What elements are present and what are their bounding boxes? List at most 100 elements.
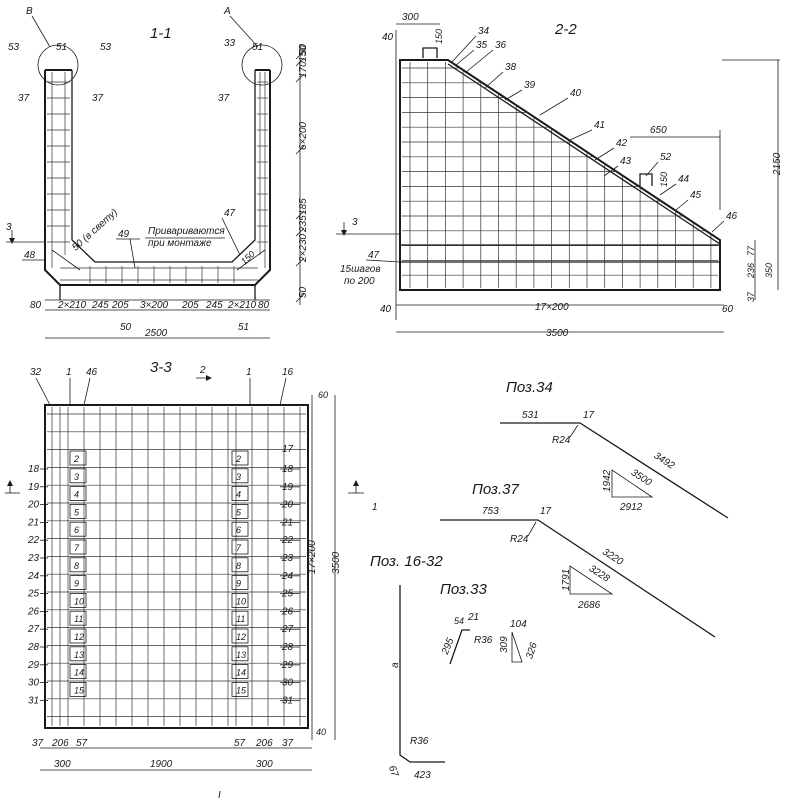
d54: 54 [454,616,464,626]
dim-17x200: 17×200 [535,302,569,313]
row-label-left-18: 18 [28,464,40,475]
dim-bottom-8: 80 [258,300,270,311]
d326: 326 [524,641,540,661]
row-label-left-25: 25 [27,589,40,600]
box-right-7: 7 [236,543,242,553]
box-left-3: 3 [74,472,79,482]
row-label-left-26: 26 [27,606,40,617]
row-label-right-31: 31 [282,695,293,706]
box-left-14: 14 [74,668,84,678]
u-wall-outer [44,70,271,286]
row-label-right-30: 30 [282,678,294,689]
weld-note-2: при монтаже [148,238,212,249]
box-right-14: 14 [236,668,246,678]
pos-22-39: 39 [524,80,536,91]
d67: 67 [386,764,400,779]
dim-77: 77 [746,245,756,256]
callout-51-right: 51 [252,42,263,53]
detail-circle-b [37,44,79,86]
bar-16-32-shape [399,585,445,763]
row-label-left-30: 30 [28,678,40,689]
box-right-5: 5 [236,507,242,517]
dim-right-6: 2×230 [298,233,309,263]
r36-33: R36 [474,635,493,646]
dim-40-33: 40 [316,727,326,737]
row-label-right-28: 28 [281,642,294,653]
dim-bottom-0: 80 [30,300,42,311]
d3220: 3220 [600,546,625,568]
row-label-left-21: 21 [27,517,39,528]
dim-right-1: 150 [298,45,309,62]
row-label-left-19: 19 [28,482,40,493]
right-haunch [231,239,266,271]
pos-48: 48 [24,250,36,261]
dim-300-right: 300 [256,759,273,770]
row-label-left-31: 31 [28,695,39,706]
dim-150: 150 [239,249,257,266]
section-1-1-title: 1-1 [150,25,172,42]
steps-note-2: по 200 [344,276,375,287]
pos-51-bottom: 51 [238,322,249,333]
section-mark-1: 1 [372,502,378,513]
pos-22-42: 42 [616,138,628,149]
r24-34: R24 [552,435,571,446]
dim-206-right: 206 [255,738,273,749]
d17-37: 17 [540,506,552,517]
plan-outline [44,404,309,729]
total-2500: 2500 [144,328,168,339]
label-2: 2 [199,365,206,376]
bar-detail-16-32: Поз. 16-32 a R36 67 423 [370,553,445,781]
box-right-2: 2 [235,454,241,464]
bar-37-shape [440,519,716,638]
pos-22-40: 40 [570,88,582,99]
callout-b: В [26,6,33,17]
box-left-6: 6 [74,525,79,535]
bar-detail-33: Поз.33 54 21 R36 295 104 309 326 [440,581,540,665]
pos-22-46: 46 [726,211,738,222]
dim-right-2: 170 [298,61,309,78]
row-label-right-22: 22 [281,535,294,546]
row-label-right-23: 23 [281,553,294,564]
box-right-8: 8 [236,561,241,571]
dim-650: 650 [650,125,667,136]
pos-47: 47 [224,208,236,219]
bar-33-shape [449,629,470,665]
dim-17x200-33: 17×200 [307,540,318,574]
dim-300: 300 [402,12,419,23]
row-label-right-29: 29 [281,660,294,671]
left-wall-rebar [51,72,66,268]
d3500: 3500 [629,467,654,489]
pos-37-title: Поз.37 [472,481,520,498]
dim-37: 37 [746,291,756,302]
dim-37-left: 37 [32,738,44,749]
dim-57-left: 57 [76,738,88,749]
callout-53-right: 53 [100,42,112,53]
box-right-9: 9 [236,579,241,589]
row-label-right-26: 26 [281,606,294,617]
u-wall-inner [71,70,256,263]
d531: 531 [522,410,539,421]
pos-22-36: 36 [495,40,507,51]
dim-60-33: 60 [318,390,328,400]
dim-right-4: 185 [298,198,309,215]
box-right-11: 11 [236,614,245,624]
d1791: 1791 [561,569,572,591]
dim-350: 350 [764,263,774,278]
dim-right-5: 235 [298,215,309,233]
label-17: 17 [282,444,294,455]
dim-3500-33: 3500 [331,551,342,574]
callout-37-mid: 37 [92,93,104,104]
d2686: 2686 [577,600,601,611]
slope-triangle-34 [611,469,654,498]
steps-note-1: 15шагов [340,264,381,275]
pos-33-title: Поз.33 [440,581,488,598]
dim-60: 60 [722,304,734,315]
box-left-10: 10 [74,596,84,606]
dim-a: a [390,662,401,668]
